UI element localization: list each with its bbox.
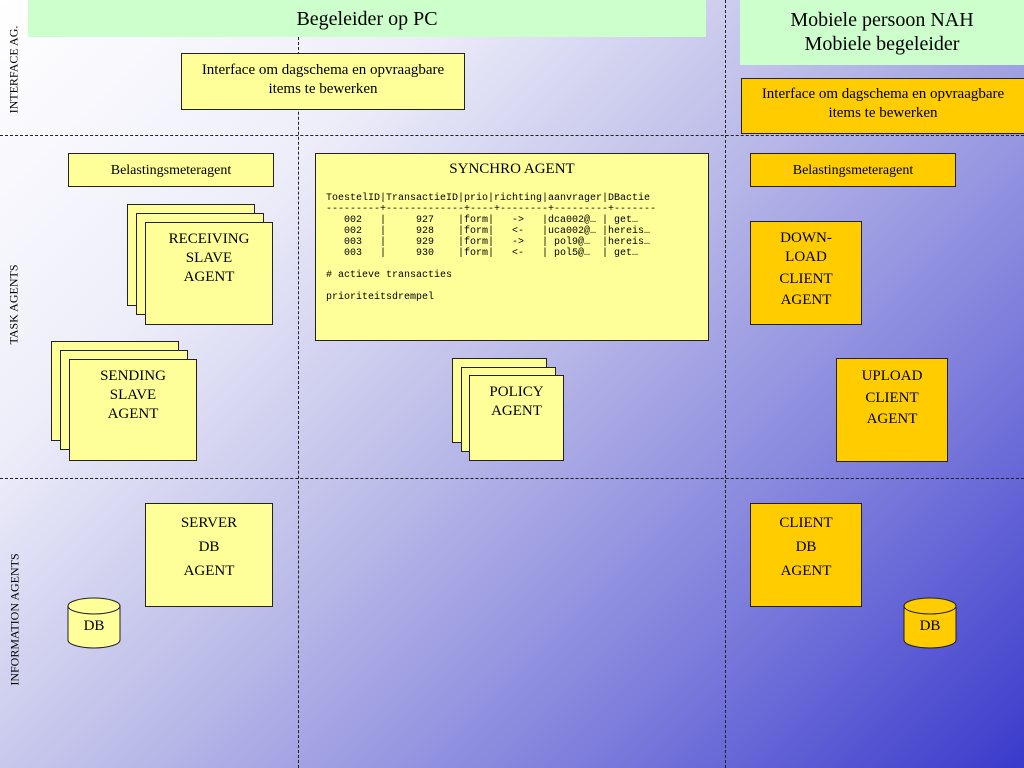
load-meter-left-text: Belastingsmeteragent <box>110 163 232 178</box>
divider-horizontal-top <box>0 135 1024 136</box>
divider-vertical-right <box>725 0 726 768</box>
download-client-agent: DOWN- LOAD CLIENT AGENT <box>750 221 862 325</box>
upload-line-2: CLIENT <box>865 390 919 406</box>
server-db-line-1: SERVER <box>180 515 238 531</box>
client-db-line-2: DB <box>795 539 817 555</box>
load-meter-right-text: Belastingsmeteragent <box>792 163 914 178</box>
db-cylinder-right: DB <box>903 597 957 649</box>
upload-line-1: UPLOAD <box>861 368 923 384</box>
upload-line-3: AGENT <box>866 411 918 427</box>
sending-line-3: AGENT <box>107 406 159 422</box>
db-cylinder-left: DB <box>67 597 121 649</box>
header-right-line2: Mobiele begeleider <box>804 33 960 55</box>
download-line-1: DOWN- <box>780 230 832 246</box>
upload-client-agent: UPLOAD CLIENT AGENT <box>836 358 948 462</box>
header-left-label: Begeleider op PC <box>296 8 438 30</box>
sending-line-1: SENDING <box>100 368 166 384</box>
load-meter-agent-right: Belastingsmeteragent <box>750 153 956 187</box>
policy-line-1: POLICY <box>489 384 544 400</box>
policy-agent: POLICY AGENT <box>469 375 564 461</box>
interface-mobile-text: Interface om dagschema en opvraagbare it… <box>761 86 1005 121</box>
lane-label-interface: INTERFACE AG. <box>6 25 21 114</box>
interface-pc-text: Interface om dagschema en opvraagbare it… <box>201 62 445 97</box>
header-mobiele: Mobiele persoon NAH Mobiele begeleider <box>740 0 1024 65</box>
divider-horizontal-bottom <box>0 478 1024 479</box>
interface-box-pc: Interface om dagschema en opvraagbare it… <box>181 53 465 110</box>
db-right-label: DB <box>919 618 941 634</box>
synchro-title: SYNCHRO AGENT <box>449 161 575 177</box>
receiving-line-2: SLAVE <box>185 250 233 266</box>
db-cylinder-right-icon <box>903 597 957 649</box>
lane-label-task: TASK AGENTS <box>6 264 21 345</box>
receiving-slave-agent: RECEIVING SLAVE AGENT <box>145 222 273 325</box>
header-right-line1: Mobiele persoon NAH <box>790 9 974 31</box>
policy-line-2: AGENT <box>491 403 542 419</box>
synchro-priority-threshold: prioriteitsdrempel <box>326 292 435 303</box>
server-db-line-3: AGENT <box>183 563 235 579</box>
server-db-agent: SERVER DB AGENT <box>145 503 273 607</box>
download-line-3: CLIENT <box>779 271 833 287</box>
receiving-line-3: AGENT <box>183 269 235 285</box>
client-db-line-1: CLIENT <box>779 515 833 531</box>
sending-slave-agent: SENDING SLAVE AGENT <box>69 359 197 461</box>
db-cylinder-left-icon <box>67 597 121 649</box>
sending-line-2: SLAVE <box>109 387 157 403</box>
synchro-agent: SYNCHRO AGENT ToestelID|TransactieID|pri… <box>315 153 709 341</box>
client-db-line-3: AGENT <box>780 563 832 579</box>
interface-box-mobile: Interface om dagschema en opvraagbare it… <box>741 78 1024 134</box>
server-db-line-2: DB <box>198 539 220 555</box>
header-begeleider-pc: Begeleider op PC <box>28 0 706 37</box>
download-line-4: AGENT <box>780 292 832 308</box>
divider-vertical-left <box>298 37 299 768</box>
receiving-line-1: RECEIVING <box>168 231 250 247</box>
lane-label-information: INFORMATION AGENTS <box>7 553 22 686</box>
load-meter-agent-left: Belastingsmeteragent <box>68 153 274 187</box>
client-db-agent: CLIENT DB AGENT <box>750 503 862 607</box>
synchro-transaction-table: ToestelID|TransactieID|prio|richting|aan… <box>326 193 657 259</box>
synchro-active-transactions: # actieve transacties <box>326 270 453 281</box>
db-left-label: DB <box>83 618 105 634</box>
download-line-2: LOAD <box>785 249 827 265</box>
